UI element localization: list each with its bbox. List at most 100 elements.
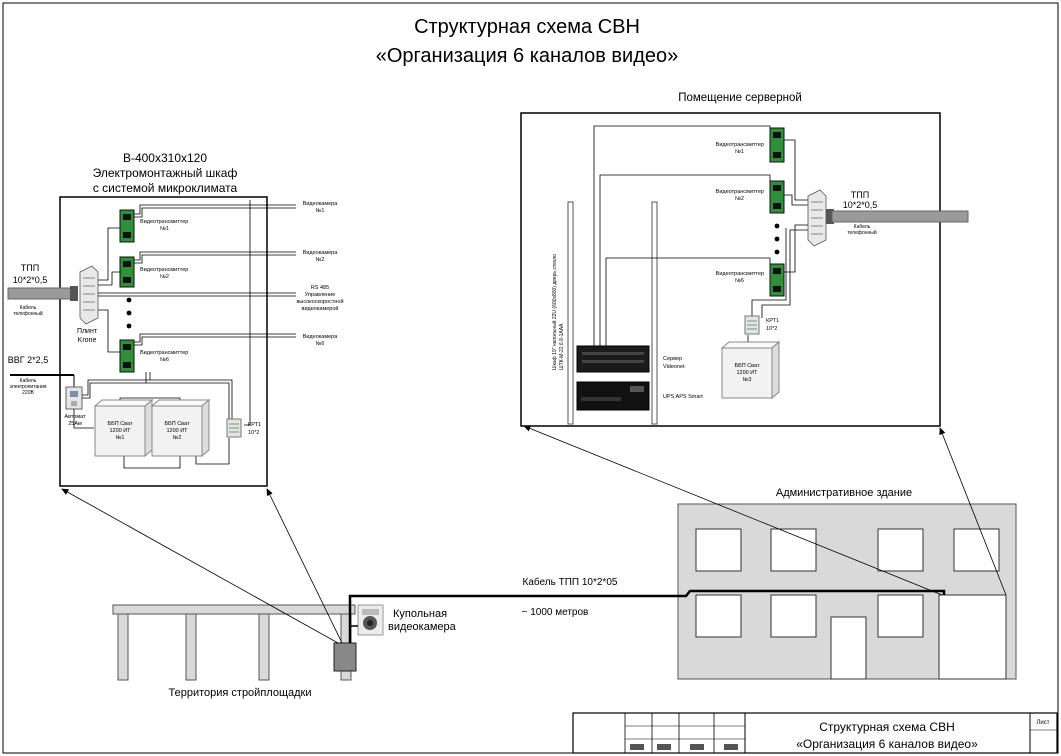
cabinet-rs-line1: RS 485	[311, 285, 329, 291]
krone-plint	[79, 265, 99, 325]
construction-site: Территория стройплощадки	[112, 604, 357, 699]
rack-post-right	[651, 201, 658, 425]
site-pillar	[117, 613, 129, 681]
server-tx6-line1: Видеотрансмиттер	[716, 271, 764, 277]
psu2-line2: 1200 ИТ	[166, 428, 188, 434]
server-tx6-line2: №6	[735, 278, 744, 284]
server-tx2-line2: №2	[735, 196, 744, 202]
ups-label: UPS APS Smart	[663, 394, 703, 400]
building-window	[770, 528, 817, 572]
dome-camera-icon	[357, 604, 384, 636]
psu1-line3: №1	[116, 435, 125, 441]
cabinet-tx6-line2: №6	[160, 357, 169, 363]
cabinet-tpp-cable-line1: Кабель	[20, 305, 37, 311]
psu-2	[150, 398, 211, 458]
site-label: Территория стройплощадки	[169, 687, 312, 699]
server-room-title: Помещение серверной	[678, 92, 802, 104]
ups-unit	[576, 381, 650, 411]
cabinet-rs-line3: высокоскоростной	[296, 298, 343, 305]
breaker-line1: Автомат	[64, 414, 86, 420]
cabinet-name-line2: с системой микроклимата	[93, 181, 238, 195]
cabinet-tpp-label: ТПП	[21, 263, 39, 273]
building-window	[953, 528, 1000, 572]
rack-label-line2: ШТК-М-22.6.8-1ААА	[559, 323, 565, 370]
cabinet-tx1-line1: Видеотрансмиттер	[140, 219, 188, 225]
server-room-box	[520, 112, 941, 427]
cabinet-tpp-cable	[7, 287, 74, 300]
cabinet-group: В-400х310х120 Электромонтажный шкаф с си…	[7, 151, 344, 487]
server-krt-line1: КРТ1	[766, 318, 779, 324]
stamp-title-line1: Структурная схема СВН	[819, 720, 955, 734]
server-transmitter-1	[769, 127, 785, 163]
building-window	[770, 594, 817, 638]
server-tpp-cable-end	[826, 209, 834, 224]
cabinet-transmitter-1	[119, 209, 135, 243]
camera-line2: видеокамера	[388, 621, 457, 633]
breaker-line2: 25Ам	[68, 421, 82, 427]
server-psu-line2: 1200 ИТ	[736, 370, 758, 376]
server-line2: Videonet	[663, 364, 685, 370]
cabinet-cam6-line2: №6	[316, 341, 325, 347]
building-window	[695, 594, 742, 638]
server-psu	[720, 340, 781, 400]
stamp-title-line2: «Организация 6 каналов видео»	[796, 737, 978, 751]
plint-wires	[98, 227, 120, 353]
dot	[774, 236, 780, 242]
circuit-breaker	[65, 386, 83, 410]
cabinet-cam2-line1: Видеокамера	[303, 250, 339, 256]
server-tx2-line1: Видеотрансмиттер	[716, 189, 764, 195]
server-room-group: Помещение серверной Шкаф 19" напольный 2…	[520, 92, 969, 427]
psu1-line1: ББП Сват	[108, 421, 133, 427]
server-tpp-spec: 10*2*0,5	[843, 200, 878, 210]
building-server-room	[938, 594, 1007, 680]
cabinet-tx2-line2: №2	[160, 274, 169, 280]
cabinet-krt-line1: КРТ1	[248, 422, 261, 428]
diagram-title-line1: Структурная схема СВН	[414, 16, 640, 38]
server-tpp-label: ТПП	[851, 190, 869, 200]
rack-label-line1: Шкаф 19" напольный 22U (600x800) дверь с…	[551, 254, 558, 370]
camera-line1: Купольная	[393, 608, 447, 620]
server-unit	[576, 345, 650, 373]
server-transmitter-2	[769, 180, 785, 214]
krone-plint-line2: Krone	[78, 337, 97, 344]
cabinet-box	[59, 196, 268, 487]
dot	[774, 223, 780, 229]
cabinet-rs-line4: видеокамерой	[302, 305, 339, 312]
psu2-line3: №2	[173, 435, 182, 441]
cabinet-tx1-line2: №1	[160, 226, 169, 232]
rack-post-left	[567, 201, 574, 425]
stamp-sheet-label: Лист	[1036, 720, 1049, 726]
cabinet-rs-line2: Управление	[305, 292, 336, 298]
cabinet-tpp-spec: 10*2*0,5	[13, 275, 48, 285]
psu1-line2: 1200 ИТ	[109, 428, 131, 434]
building-window	[877, 528, 924, 572]
distance-label: ~ 1000 метров	[522, 607, 589, 618]
cabinet-cam1-line1: Видеокамера	[303, 201, 339, 207]
cabinet-tpp-cable-end	[70, 286, 78, 301]
server-krt-line2: 10*2	[766, 326, 777, 332]
psu-1	[93, 398, 154, 458]
main-cable	[348, 589, 946, 643]
server-tpp-cable-line2: телефонный	[847, 229, 877, 236]
server-tx1-line1: Видеотрансмиттер	[716, 142, 764, 148]
cabinet-cam2-line2: №2	[316, 257, 325, 263]
cabinet-name-line1: Электромонтажный шкаф	[93, 166, 238, 180]
cabinet-krt-line2: 10*2	[248, 430, 259, 436]
krone-plint-line1: Плинт	[77, 328, 98, 335]
server-transmitter-6	[769, 263, 785, 297]
server-line1: Сервер	[663, 356, 682, 362]
building-window	[877, 594, 924, 638]
power-wiring	[73, 200, 251, 469]
power-cable-line1: Кабель	[20, 378, 37, 384]
cabinet-size: В-400х310х120	[123, 151, 207, 165]
power-cable-line2: электропитания	[9, 384, 46, 390]
psu2-line1: ББП Сват	[165, 421, 190, 427]
cabinet-cam6-line1: Видеокамера	[303, 334, 339, 340]
dot	[126, 323, 132, 329]
server-krt	[744, 315, 760, 335]
dot	[126, 310, 132, 316]
cabinet-tpp-cable-line2: телефонный	[13, 310, 43, 317]
server-tpp-cable	[831, 210, 969, 223]
